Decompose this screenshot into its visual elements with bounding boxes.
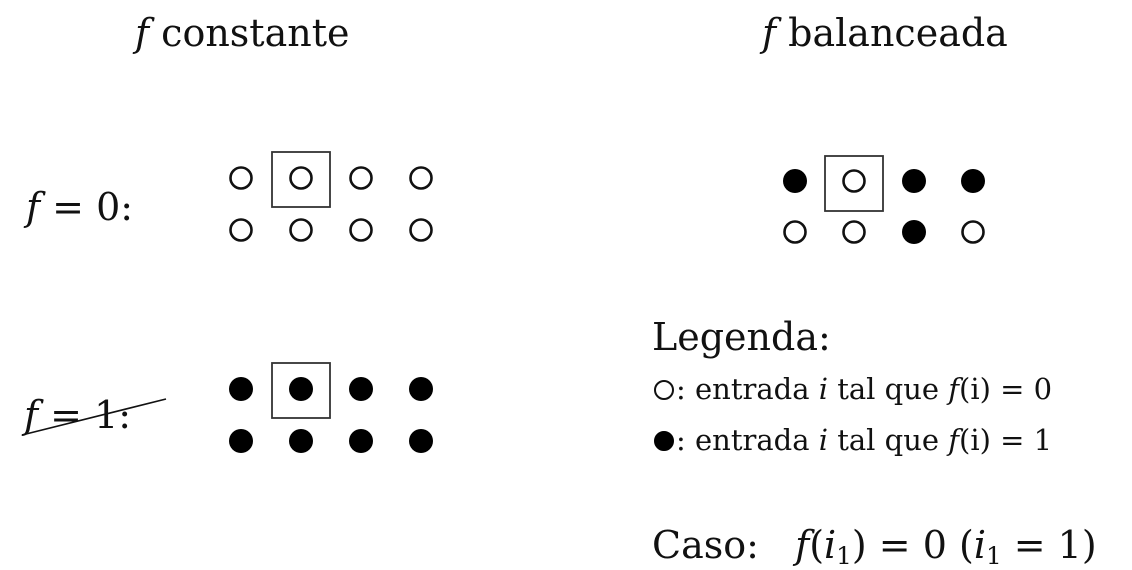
- filled-circle-icon: [902, 169, 926, 193]
- open-circle-icon: [654, 379, 674, 400]
- header-constant-symbol: f: [135, 11, 150, 55]
- highlight-box: [271, 362, 331, 419]
- grid-constant-f0: [229, 151, 433, 242]
- filled-circle-icon: [289, 377, 313, 401]
- open-circle-icon: [842, 220, 866, 244]
- legend-item-zero-pre: : entrada: [676, 372, 819, 406]
- case-open: (: [809, 523, 825, 567]
- legend-item-one-arg: (i): [959, 423, 991, 457]
- header-constant-text: constante: [161, 11, 350, 55]
- legend-item-one: : entrada i tal que f (i) = 1: [654, 426, 1052, 455]
- row-label-f0-rest: = 0:: [40, 185, 134, 229]
- case-fn: f: [795, 523, 810, 567]
- open-circle-icon: [289, 166, 313, 190]
- row-label-f1-symbol: f: [24, 393, 39, 437]
- grid-balanced: [783, 155, 985, 244]
- case-sub: 1: [836, 541, 852, 570]
- row-label-f1: f = 1:: [24, 396, 131, 434]
- legend-item-one-fn: f: [948, 423, 960, 457]
- grid-constant-f1: [229, 362, 433, 453]
- case-eq: = 0: [866, 523, 959, 567]
- open-circle-icon: [961, 220, 985, 244]
- highlight-box: [271, 151, 331, 208]
- filled-circle-icon: [902, 220, 926, 244]
- row-label-f1-rest: = 1:: [38, 393, 132, 437]
- filled-circle-icon: [229, 377, 253, 401]
- case-var: i: [824, 523, 837, 567]
- case-sub2: 1: [985, 541, 1002, 570]
- open-circle-icon: [349, 166, 373, 190]
- strikethrough-line: [21, 398, 167, 436]
- open-circle-icon: [349, 218, 373, 242]
- open-circle-icon: [842, 169, 866, 193]
- header-constant: f constante: [135, 14, 349, 52]
- filled-circle-icon: [783, 169, 807, 193]
- case-paren-open: (: [958, 523, 974, 567]
- legend-item-zero-mid: tal que: [828, 372, 949, 406]
- legend-item-zero-fn: f: [948, 372, 960, 406]
- open-circle-icon: [409, 166, 433, 190]
- case-var2: i: [973, 523, 986, 567]
- case-line: Caso: f(i1) = 0 (i1 = 1): [652, 526, 1097, 569]
- header-balanced: f balanceada: [762, 14, 1008, 52]
- row-label-f0-symbol: f: [26, 185, 41, 229]
- filled-circle-icon: [229, 429, 253, 453]
- legend-item-one-pre: : entrada: [676, 423, 819, 457]
- open-circle-icon: [783, 220, 807, 244]
- legend-item-zero: : entrada i tal que f (i) = 0: [654, 375, 1052, 404]
- legend-item-one-mid: tal que: [828, 423, 949, 457]
- row-label-f0: f = 0:: [26, 188, 133, 226]
- open-circle-icon: [289, 218, 313, 242]
- legend-item-zero-arg: (i): [959, 372, 991, 406]
- legend-item-one-eq: = 1: [990, 423, 1053, 457]
- open-circle-icon: [229, 166, 253, 190]
- filled-circle-icon: [349, 377, 373, 401]
- legend-item-zero-var: i: [818, 372, 828, 406]
- filled-circle-icon: [349, 429, 373, 453]
- open-circle-icon: [409, 218, 433, 242]
- header-balanced-symbol: f: [762, 11, 777, 55]
- legend-item-zero-eq: = 0: [990, 372, 1053, 406]
- filled-circle-icon: [409, 429, 433, 453]
- filled-circle-icon: [409, 377, 433, 401]
- legend-item-one-var: i: [818, 423, 828, 457]
- filled-circle-icon: [654, 430, 674, 451]
- highlight-box: [824, 155, 884, 212]
- filled-circle-icon: [961, 169, 985, 193]
- case-label: Caso:: [652, 523, 759, 567]
- case-close: ): [851, 523, 867, 567]
- case-eq2: = 1): [1001, 523, 1097, 567]
- legend-title: Legenda:: [652, 315, 831, 359]
- header-balanced-text: balanceada: [788, 11, 1008, 55]
- filled-circle-icon: [289, 429, 313, 453]
- open-circle-icon: [229, 218, 253, 242]
